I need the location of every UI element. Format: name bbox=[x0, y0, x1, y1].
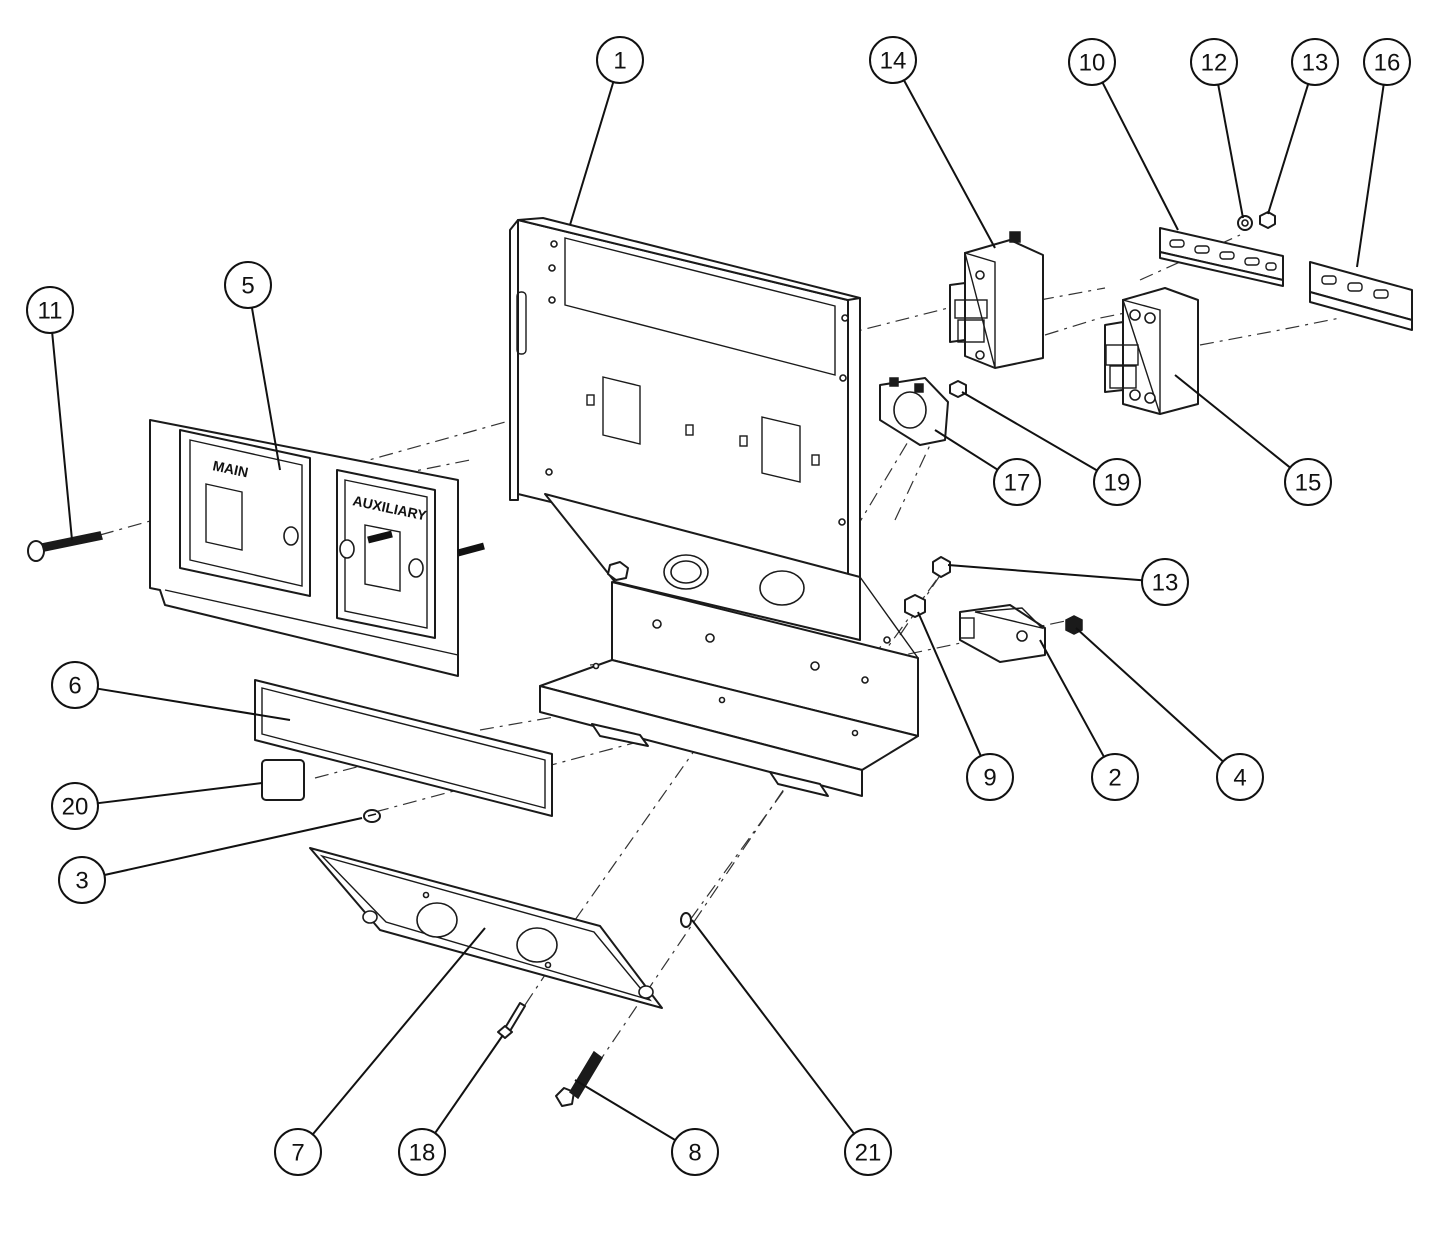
callout-circle-4 bbox=[1216, 753, 1264, 801]
callout-number-13b: 13 bbox=[1152, 570, 1179, 597]
callout-number-21: 21 bbox=[855, 1140, 882, 1167]
callout-number-10: 10 bbox=[1079, 50, 1106, 77]
circuit-breaker bbox=[949, 231, 1044, 369]
nut-13 bbox=[932, 556, 951, 578]
label-plate bbox=[254, 679, 553, 817]
callout-leader-18 bbox=[434, 1034, 504, 1134]
callout-number-18: 18 bbox=[409, 1140, 436, 1167]
bottom-cover-plate bbox=[309, 847, 663, 1009]
callout-circle-21 bbox=[844, 1128, 892, 1176]
callout-number-14: 14 bbox=[880, 48, 907, 75]
callout-circle-1 bbox=[596, 36, 644, 84]
receptacle bbox=[879, 377, 949, 446]
callout-leader-13b bbox=[947, 564, 1143, 582]
small-screw bbox=[363, 809, 381, 823]
callout-number-4: 4 bbox=[1233, 765, 1246, 792]
callout-number-9: 9 bbox=[983, 765, 996, 792]
callout-number-5: 5 bbox=[241, 273, 254, 300]
main-label: MAIN bbox=[211, 457, 249, 480]
callout-circle-14 bbox=[869, 36, 917, 84]
callout-circle-3 bbox=[58, 856, 106, 904]
callout-leader-15 bbox=[1174, 374, 1291, 469]
callout-number-17: 17 bbox=[1004, 470, 1031, 497]
callout-number-6: 6 bbox=[68, 673, 81, 700]
callout-leader-9 bbox=[917, 611, 982, 757]
callout-leader-10 bbox=[1101, 82, 1179, 231]
callout-number-3: 3 bbox=[75, 868, 88, 895]
callout-number-19: 19 bbox=[1104, 470, 1131, 497]
callout-leader-3 bbox=[104, 817, 363, 877]
callout-number-16: 16 bbox=[1374, 50, 1401, 77]
callout-leader-14 bbox=[903, 79, 996, 249]
callout-leader-4 bbox=[1075, 627, 1224, 763]
callout-number-7: 7 bbox=[291, 1140, 304, 1167]
callout-number-2: 2 bbox=[1108, 765, 1121, 792]
callout-circle-15 bbox=[1284, 458, 1332, 506]
callout-number-20: 20 bbox=[62, 794, 89, 821]
din-rail-1 bbox=[1159, 211, 1284, 287]
callout-leader-6 bbox=[97, 687, 291, 721]
long-bolt bbox=[27, 530, 485, 562]
callout-circle-5 bbox=[224, 261, 272, 309]
callout-circle-17 bbox=[993, 458, 1041, 506]
callout-leader-20 bbox=[97, 782, 263, 805]
faceplate: MAIN AUXILIARY bbox=[149, 419, 459, 677]
callout-circle-11 bbox=[26, 286, 74, 334]
callout-leader-19 bbox=[961, 391, 1098, 472]
callout-circle-16 bbox=[1363, 38, 1411, 86]
callout-leader-11 bbox=[51, 332, 73, 541]
callout-leader-21 bbox=[691, 919, 855, 1135]
callout-leader-17 bbox=[934, 429, 999, 471]
small-nut-19 bbox=[949, 380, 967, 398]
callout-circle-13b bbox=[1141, 558, 1189, 606]
callout-leader-5 bbox=[250, 307, 281, 471]
callout-leader-7 bbox=[311, 927, 486, 1135]
callout-circle-7 bbox=[274, 1128, 322, 1176]
callout-circle-18 bbox=[398, 1128, 446, 1176]
switch bbox=[959, 604, 1046, 663]
callout-circle-2 bbox=[1091, 753, 1139, 801]
callout-number-13a: 13 bbox=[1302, 50, 1329, 77]
callout-circle-20 bbox=[51, 782, 99, 830]
callout-circle-19 bbox=[1093, 458, 1141, 506]
callout-circle-6 bbox=[51, 661, 99, 709]
callout-leader-13a bbox=[1267, 83, 1310, 215]
callout-number-8: 8 bbox=[688, 1140, 701, 1167]
callout-circle-13a bbox=[1291, 38, 1339, 86]
nut-9 bbox=[904, 594, 926, 618]
callout-circle-12 bbox=[1190, 38, 1238, 86]
main-bracket bbox=[509, 217, 919, 797]
callout-circle-9 bbox=[966, 753, 1014, 801]
small-label bbox=[261, 759, 305, 801]
callout-group: 1 14 10 12 13 16 5 11 17 19 15 13 6 9 2 4 20 3 7 18 8 21 bbox=[26, 36, 1411, 1176]
din-rail-2 bbox=[1309, 261, 1413, 331]
hex-bolt bbox=[555, 1050, 603, 1107]
callout-leader-1 bbox=[569, 81, 615, 226]
callout-circle-8 bbox=[671, 1128, 719, 1176]
rivet bbox=[497, 1002, 526, 1039]
callout-number-1: 1 bbox=[613, 48, 626, 75]
washer bbox=[680, 912, 692, 928]
callout-leader-12 bbox=[1217, 84, 1244, 219]
callout-number-11: 11 bbox=[38, 298, 63, 325]
callout-number-15: 15 bbox=[1295, 470, 1322, 497]
callout-number-12: 12 bbox=[1201, 50, 1228, 77]
circuit-breaker-2 bbox=[1104, 287, 1199, 415]
callout-leader-16 bbox=[1356, 84, 1385, 268]
callout-circle-10 bbox=[1068, 38, 1116, 86]
callout-leader-2 bbox=[1039, 639, 1105, 758]
callout-leader-8 bbox=[574, 1079, 676, 1142]
